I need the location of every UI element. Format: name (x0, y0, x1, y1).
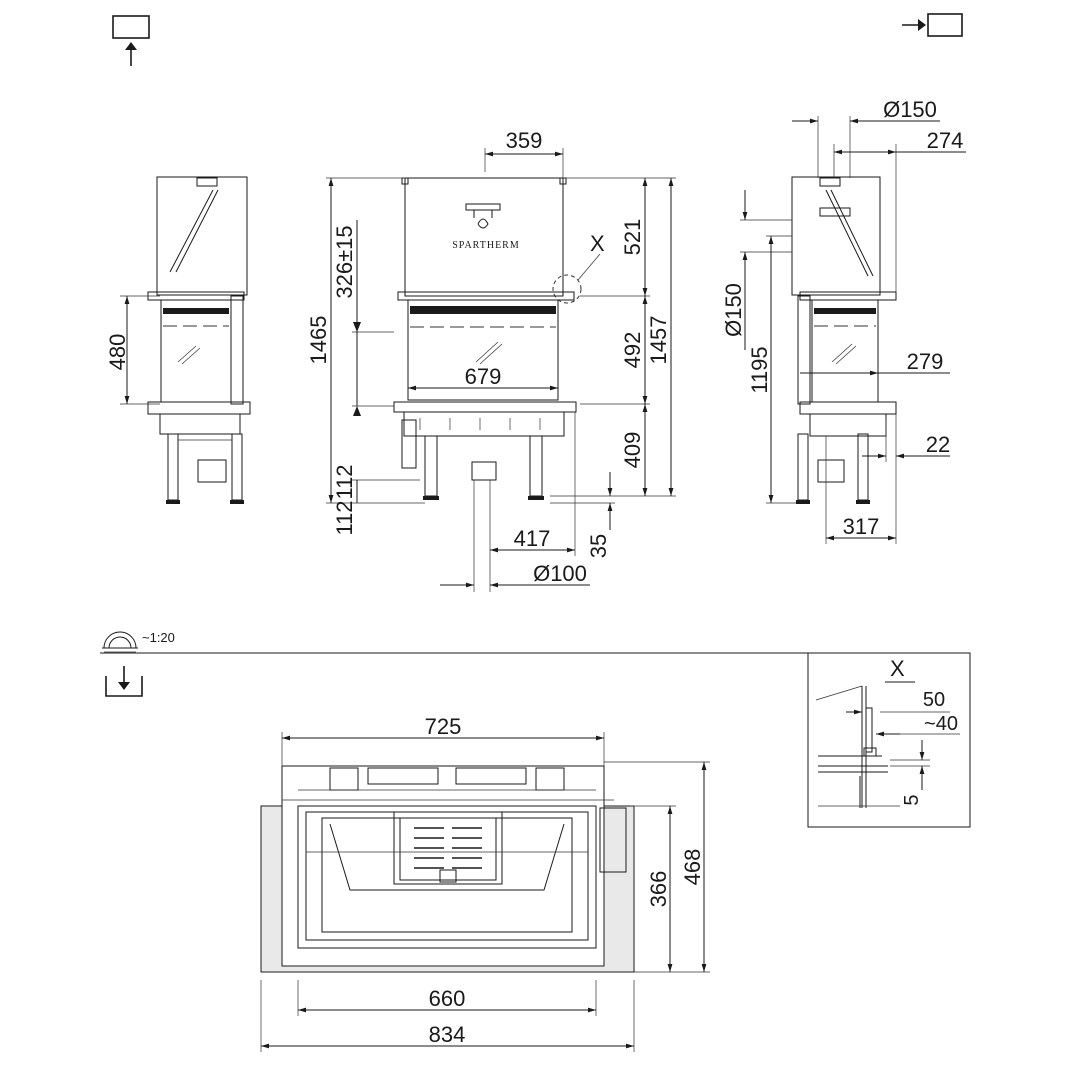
plan-834-label: 834 (429, 1022, 466, 1047)
front-1457-label: 1457 (646, 316, 671, 365)
front-521-label: 521 (620, 219, 645, 256)
plan-660-label: 660 (429, 986, 466, 1011)
right-22-label: 22 (926, 432, 950, 457)
front-view-icon (112, 15, 150, 66)
grate-bars (414, 827, 482, 869)
detail-x-box: X 50 ~40 5 (807, 652, 971, 828)
side-view-icon (902, 13, 963, 37)
scale-icon: ~1:20 (102, 630, 175, 653)
plan-725-label: 725 (425, 714, 462, 739)
front-detail-x-label: X (590, 231, 605, 256)
detail-5-label: 5 (901, 794, 923, 805)
front-326-label: 326±15 (332, 225, 357, 298)
scale-text: ~1:20 (142, 630, 175, 645)
front-409-label: 409 (620, 432, 645, 469)
brand-logo-text: SPARTHERM (452, 240, 520, 251)
front-35-label: 35 (586, 534, 611, 558)
right-274-label: 274 (927, 128, 964, 153)
front-492-label: 492 (620, 332, 645, 369)
right-d150-side-label: Ø150 (721, 283, 746, 337)
plan-468-label: 468 (680, 849, 705, 886)
right-317-label: 317 (843, 514, 880, 539)
right-279-label: 279 (907, 349, 944, 374)
left-side-view: 480 (105, 176, 251, 504)
front-417-label: 417 (514, 526, 551, 551)
right-d150-top-label: Ø150 (883, 97, 937, 122)
top-view-icon (105, 666, 143, 697)
front-1465-label: 1465 (306, 316, 331, 365)
front-112-label: 112 (332, 464, 357, 499)
left-480-label: 480 (105, 334, 130, 371)
plan-view: 725 366 468 660 834 (260, 714, 710, 1052)
plan-366-label: 366 (646, 871, 671, 908)
right-side-view: Ø150 274 Ø150 1195 279 22 317 (721, 97, 966, 544)
front-d100-label: Ø100 (533, 561, 587, 586)
detail-x-label: X (890, 656, 905, 681)
front-679-label: 679 (465, 364, 502, 389)
front-112b-label: 112 (332, 500, 357, 535)
detail-40-label: ~40 (924, 713, 958, 735)
front-view: SPARTHERM X 359 1465 (306, 128, 676, 592)
detail-50-label: 50 (923, 689, 945, 711)
front-359-label: 359 (506, 128, 543, 153)
right-1195-label: 1195 (747, 346, 772, 393)
